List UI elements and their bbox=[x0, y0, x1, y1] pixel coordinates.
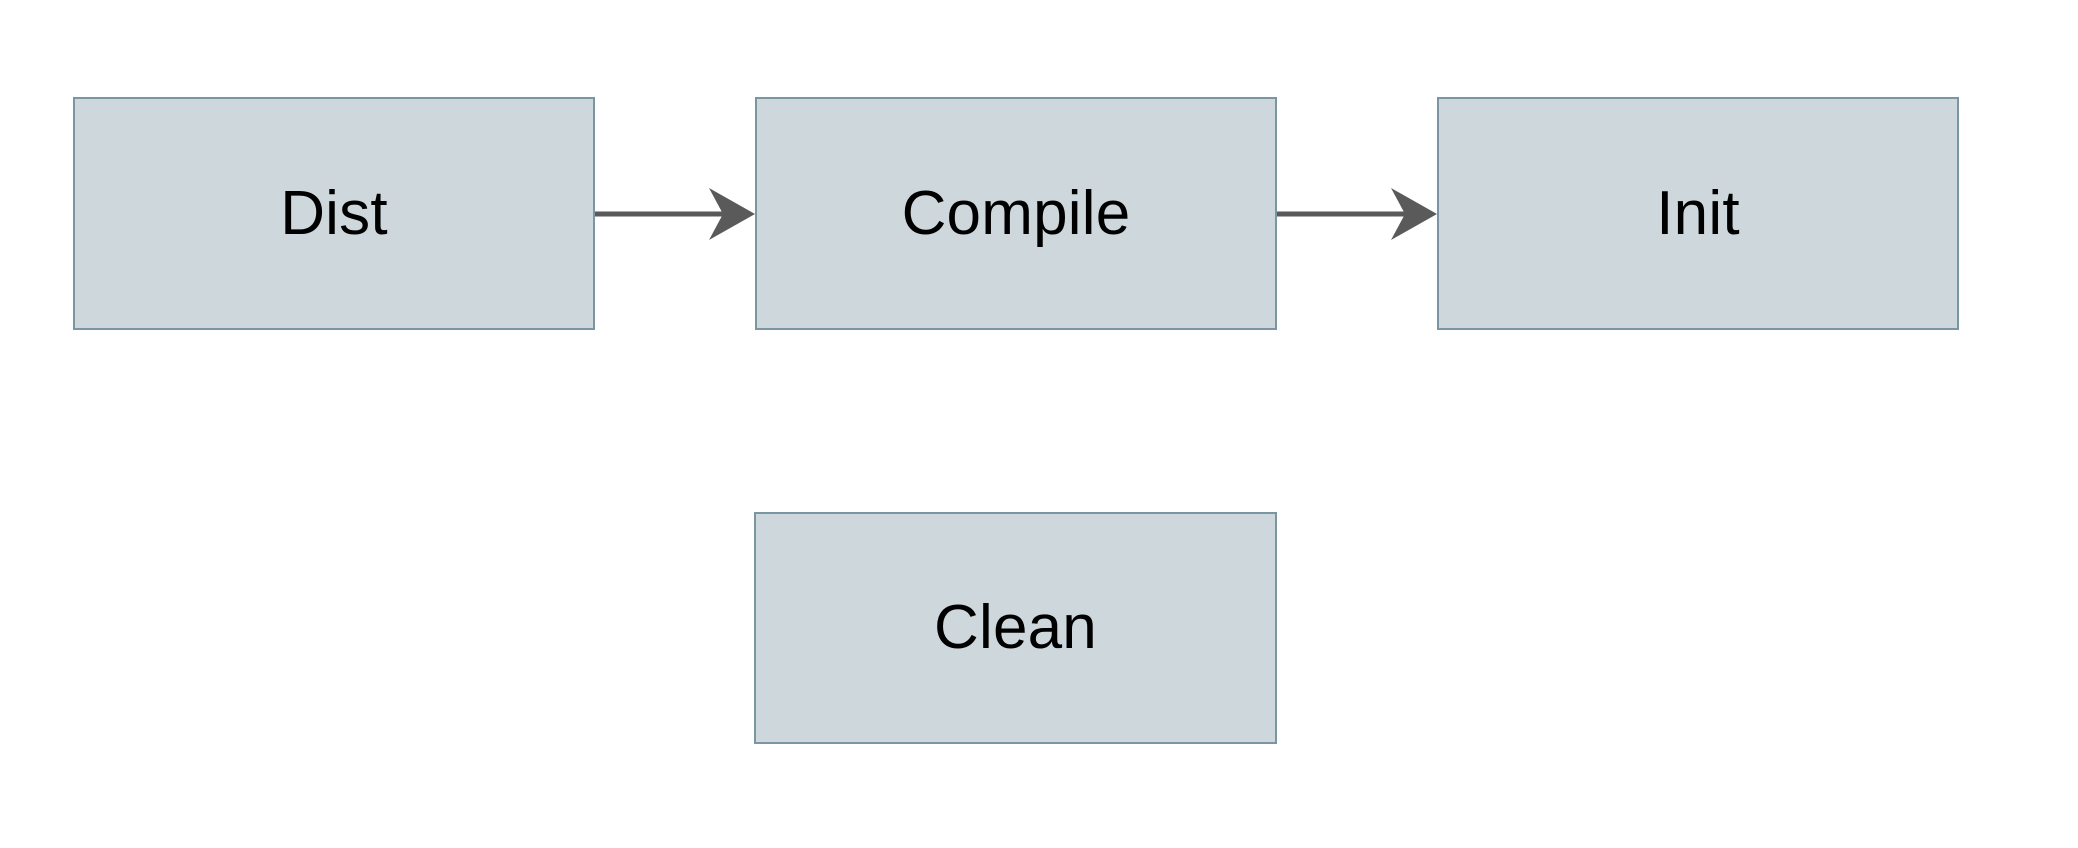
node-init[interactable]: Init bbox=[1437, 97, 1959, 330]
node-dist[interactable]: Dist bbox=[73, 97, 595, 330]
edge-compile-to-init bbox=[1277, 188, 1437, 240]
node-dist-label: Dist bbox=[280, 178, 388, 248]
node-clean[interactable]: Clean bbox=[754, 512, 1277, 744]
node-init-label: Init bbox=[1656, 178, 1740, 248]
edge-dist-to-compile bbox=[595, 188, 755, 240]
edge-arrowhead-icon bbox=[1391, 188, 1437, 240]
node-clean-label: Clean bbox=[934, 593, 1097, 662]
node-compile-label: Compile bbox=[901, 178, 1131, 248]
node-compile[interactable]: Compile bbox=[755, 97, 1277, 330]
edge-arrowhead-icon bbox=[709, 188, 755, 240]
